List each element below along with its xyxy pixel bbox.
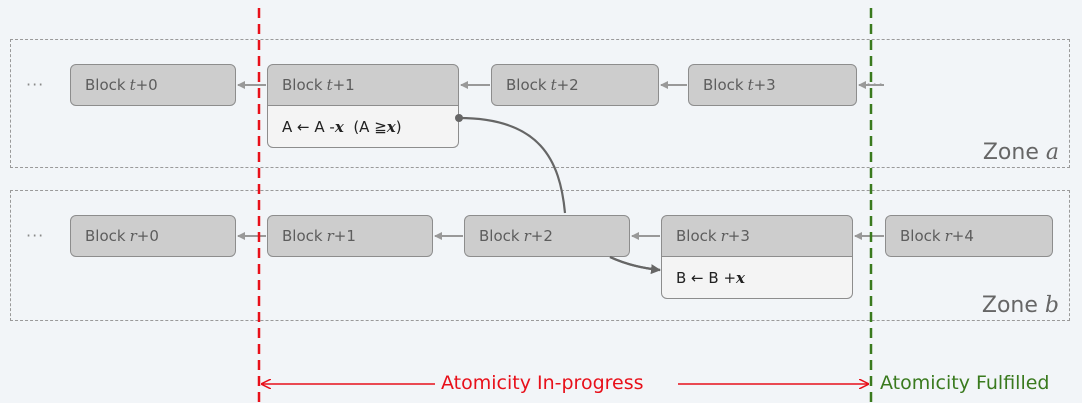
zone-a-label: Zone a: [982, 140, 1059, 165]
ellipsis-zone-a-right: ···: [866, 75, 885, 94]
tx-debit: A ← A - x (A ≧ x): [267, 106, 459, 148]
ellipsis-zone-a-left: ···: [26, 75, 45, 94]
ellipsis-zone-b-left: ···: [26, 226, 45, 245]
atomicity-in-progress-label: Atomicity In-progress: [435, 372, 650, 394]
tx-credit: B ← B + x: [661, 257, 853, 299]
zone-b-label: Zone b: [981, 293, 1059, 318]
atomicity-fulfilled-label: Atomicity Fulfilled: [878, 372, 1052, 394]
